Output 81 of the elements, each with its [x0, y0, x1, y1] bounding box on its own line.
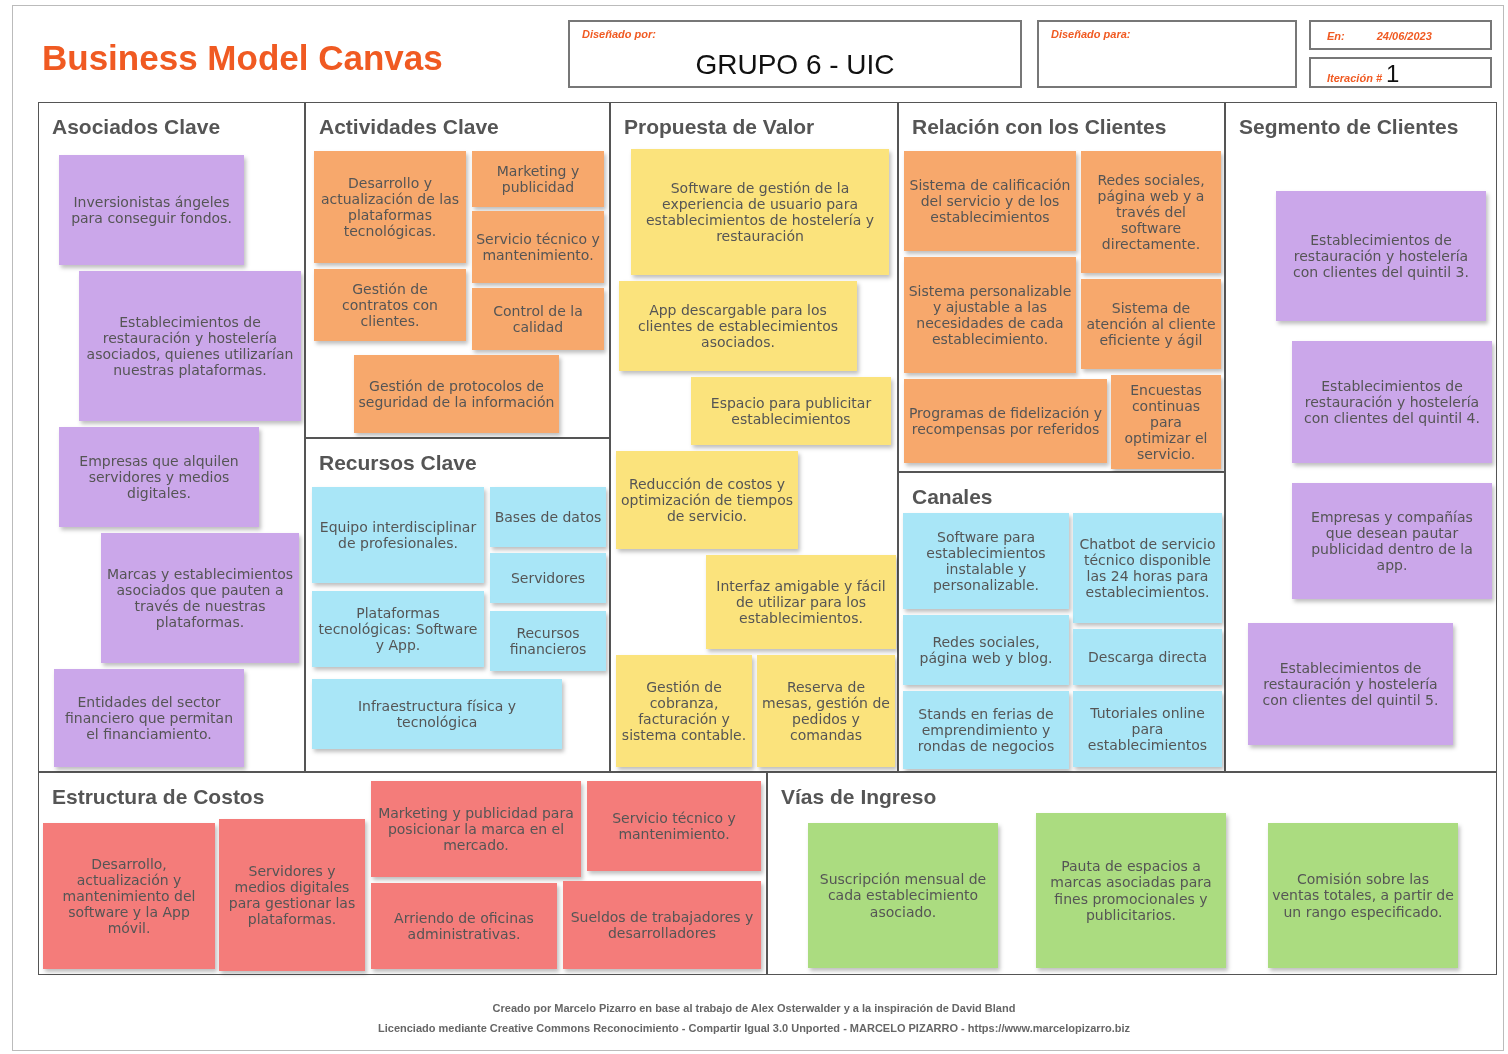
sticky-note: Establecimientos de restauración y hostelería con clientes del quintil 5. [1248, 623, 1453, 745]
canvas-section [898, 472, 1225, 772]
sticky-note: Infraestructura física y tecnológica [312, 679, 562, 749]
sticky-note: Plataformas tecnológicas: Software y App. [312, 591, 484, 667]
canvas-section [305, 102, 610, 438]
sticky-note: Tutoriales online para establecimientos [1073, 691, 1222, 767]
sticky-note: Servicio técnico y mantenimiento. [587, 781, 761, 871]
field-label: Iteración # [1327, 71, 1383, 86]
section-heading: Estructura de Costos [52, 784, 265, 810]
sticky-note: Software de gestión de la experiencia de usuario para establecimientos de hostelería y restauración [631, 149, 889, 275]
field-label: Diseñado para: [1051, 27, 1131, 42]
sticky-note: Marcas y establecimientos asociados que pauten a través de nuestras plataformas. [101, 533, 299, 663]
sticky-note: Sistema personalizable y ajustable a las necesidades de cada establecimiento. [904, 257, 1076, 373]
sticky-note: Sueldos de trabajadores y desarrolladores [563, 881, 761, 969]
field-value: 1 [1386, 59, 1400, 89]
section-heading: Actividades Clave [319, 114, 499, 140]
title: Business Model Canvas [42, 37, 443, 79]
sticky-note: Establecimientos de restauración y hostelería con clientes del quintil 4. [1292, 341, 1492, 463]
sticky-note: Software para establecimientos instalable y personalizable. [903, 513, 1069, 609]
section-heading: Recursos Clave [319, 450, 477, 476]
field-label: En: [1327, 29, 1345, 44]
header-field [1309, 20, 1492, 50]
sticky-note: Gestión de cobranza, facturación y sistema contable. [616, 655, 752, 767]
section-heading: Asociados Clave [52, 114, 221, 140]
sticky-note: Recursos financieros [490, 611, 606, 671]
sticky-note: Servidores [490, 553, 606, 603]
sticky-note: Chatbot de servicio técnico disponible las 24 horas para establecimientos. [1073, 513, 1222, 623]
sticky-note: Reserva de mesas, gestión de pedidos y comandas [757, 655, 895, 767]
sticky-note: Entidades del sector financiero que permitan el financiamiento. [54, 669, 244, 767]
section-heading: Relación con los Clientes [912, 114, 1167, 140]
sticky-note: Control de la calidad [472, 288, 604, 350]
sticky-note: Espacio para publicitar establecimientos [691, 377, 891, 445]
header-field [568, 20, 1022, 88]
sticky-note: Servidores y medios digitales para gestionar las plataformas. [219, 819, 365, 971]
sticky-note: Empresas y compañías que desean pautar publicidad dentro de la app. [1292, 483, 1492, 599]
sticky-note: Reducción de costos y optimización de tiempos de servicio. [616, 451, 798, 549]
sticky-note: Comisión sobre las ventas totales, a partir de un rango especificado. [1268, 823, 1458, 968]
canvas-section [898, 102, 1225, 472]
sticky-note: Establecimientos de restauración y hostelería asociados, quienes utilizarían nuestras plataformas. [79, 271, 301, 421]
sticky-note: Redes sociales, página web y blog. [903, 615, 1069, 685]
section-heading: Canales [912, 484, 993, 510]
field-label: Diseñado por: [582, 27, 656, 42]
canvas-section [38, 102, 305, 772]
footer-note: Creado por Marcelo Pizarro en base al trabajo de Alex Osterwalder y a la inspiración de David Bland [491, 1001, 1017, 1016]
section-heading: Segmento de Clientes [1239, 114, 1459, 140]
sticky-note: Encuestas continuas para optimizar el servicio. [1111, 375, 1221, 469]
sticky-note: Gestión de contratos con clientes. [314, 269, 466, 341]
sticky-note: Empresas que alquilen servidores y medios digitales. [59, 427, 259, 527]
sticky-note: Marketing y publicidad para posicionar la marca en el mercado. [371, 781, 581, 877]
sticky-note: App descargable para los clientes de establecimientos asociados. [619, 281, 857, 371]
sticky-note: Servicio técnico y mantenimiento. [472, 211, 604, 283]
footer-note: Licenciado mediante Creative Commons Reconocimiento - Compartir Igual 3.0 Unported - MARCELO PIZARRO - https://www.marcelopizarro.biz [377, 1021, 1131, 1036]
section-heading: Propuesta de Valor [624, 114, 815, 140]
sticky-note: Gestión de protocolos de seguridad de la información [354, 355, 559, 433]
sticky-note: Sistema de calificación del servicio y de los establecimientos [904, 151, 1076, 251]
field-value: 24/06/2023 [1376, 29, 1432, 44]
sticky-note: Programas de fidelización y recompensas por referidos [904, 379, 1107, 463]
sticky-note: Establecimientos de restauración y hostelería con clientes del quintil 3. [1276, 191, 1486, 321]
canvas-section [1225, 102, 1497, 772]
canvas-section [610, 102, 898, 772]
header-field [1037, 20, 1297, 88]
header-field [1309, 57, 1492, 88]
sticky-note: Inversionistas ángeles para conseguir fondos. [59, 155, 244, 265]
canvas-section [38, 772, 767, 975]
sticky-note: Sistema de atención al cliente eficiente y ágil [1081, 279, 1221, 369]
sticky-note: Equipo interdisciplinar de profesionales. [312, 487, 484, 583]
sticky-note: Suscripción mensual de cada establecimiento asociado. [808, 823, 998, 968]
sticky-note: Descarga directa [1073, 629, 1222, 685]
canvas-section [767, 772, 1497, 975]
field-value: GRUPO 6 - UIC [694, 48, 896, 82]
canvas-section [305, 438, 610, 772]
sticky-note: Bases de datos [490, 487, 606, 547]
sticky-note: Redes sociales, página web y a través del software directamente. [1081, 151, 1221, 273]
sticky-note: Marketing y publicidad [472, 151, 604, 207]
sticky-note: Arriendo de oficinas administrativas. [371, 883, 557, 969]
sticky-note: Stands en ferias de emprendimiento y rondas de negocios [903, 691, 1069, 769]
section-heading: Vías de Ingreso [781, 784, 937, 810]
sticky-note: Desarrollo, actualización y mantenimiento del software y la App móvil. [43, 823, 215, 969]
sticky-note: Interfaz amigable y fácil de utilizar para los establecimientos. [706, 555, 896, 649]
sticky-note: Pauta de espacios a marcas asociadas para fines promocionales y publicitarios. [1036, 813, 1226, 968]
sticky-note: Desarrollo y actualización de las plataformas tecnológicas. [314, 151, 466, 263]
